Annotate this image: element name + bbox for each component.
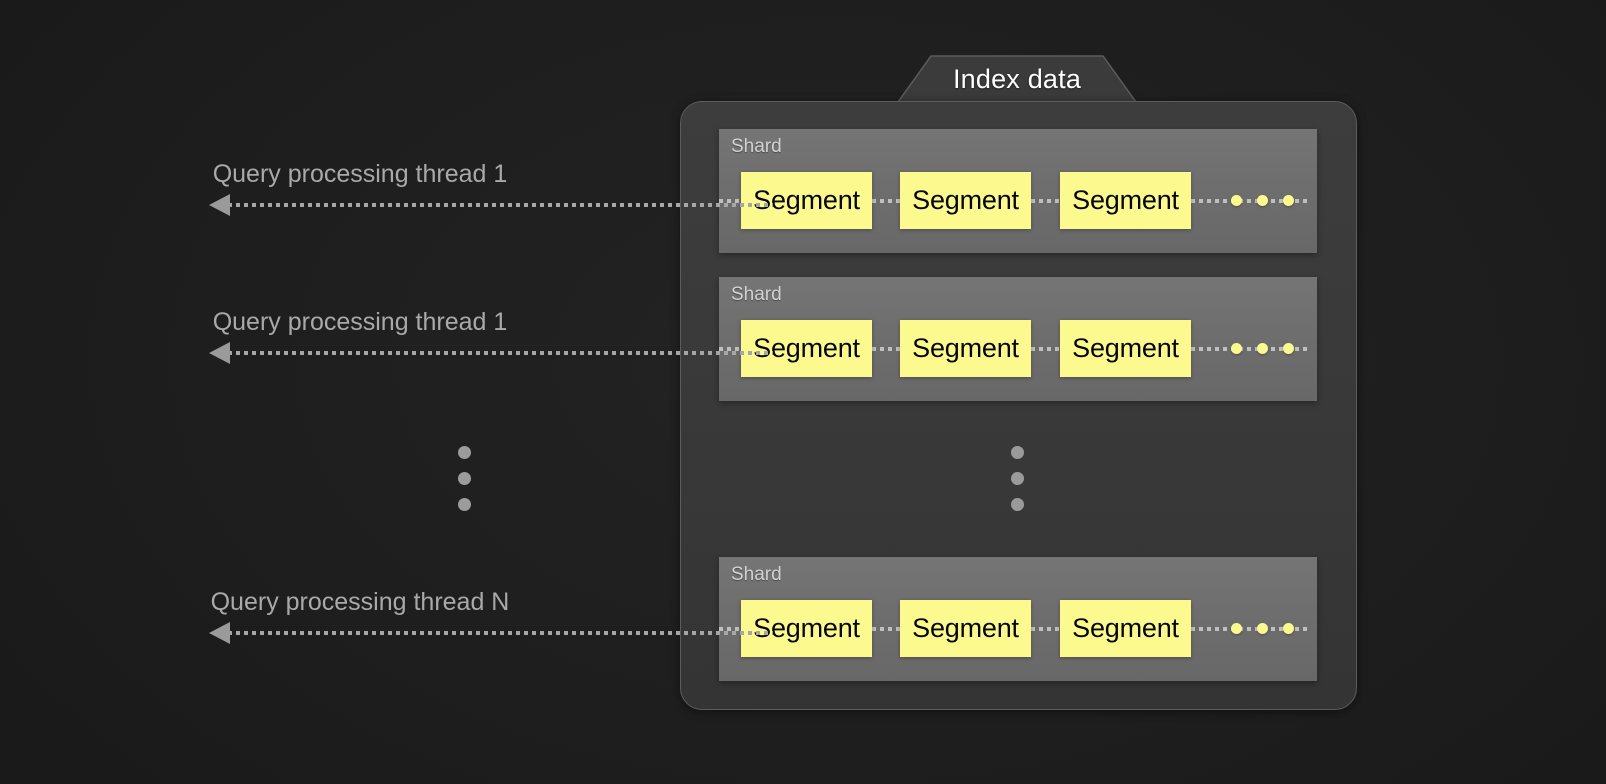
connector-dots bbox=[719, 199, 743, 203]
more-shards-ellipsis-icon bbox=[1011, 446, 1025, 524]
more-segments-dot-icon bbox=[1283, 623, 1294, 634]
segment-row: Segment Segment Segment bbox=[719, 320, 1317, 378]
thread-arrow-line bbox=[228, 631, 773, 635]
more-segments-dot-icon bbox=[1231, 623, 1242, 634]
more-segments-dot-icon bbox=[1283, 343, 1294, 354]
segment-box[interactable]: Segment bbox=[900, 172, 1031, 229]
thread-arrow-line bbox=[228, 351, 773, 355]
arrow-left-icon bbox=[209, 194, 230, 216]
segment-box[interactable]: Segment bbox=[1060, 600, 1191, 657]
segment-row: Segment Segment Segment bbox=[719, 600, 1317, 658]
query-thread-label: Query processing thread 1 bbox=[212, 308, 508, 336]
connector-dots bbox=[1031, 347, 1061, 351]
shard-label: Shard bbox=[731, 284, 782, 305]
index-data-title: Index data bbox=[952, 63, 1082, 94]
connector-dots bbox=[1031, 199, 1061, 203]
more-segments-dot-icon bbox=[1257, 343, 1268, 354]
more-segments-dot-icon bbox=[1257, 195, 1268, 206]
arrow-left-icon bbox=[209, 622, 230, 644]
connector-dots bbox=[1191, 199, 1309, 203]
connector-dots bbox=[872, 199, 901, 203]
query-thread-label: Query processing thread 1 bbox=[212, 160, 508, 188]
more-threads-ellipsis-icon bbox=[458, 446, 472, 524]
segment-box[interactable]: Segment bbox=[1060, 320, 1191, 377]
arrow-left-icon bbox=[209, 342, 230, 364]
query-thread-label: Query processing thread N bbox=[210, 588, 510, 616]
segment-box[interactable]: Segment bbox=[900, 320, 1031, 377]
connector-dots bbox=[872, 347, 901, 351]
segment-box[interactable]: Segment bbox=[741, 320, 872, 377]
segment-box[interactable]: Segment bbox=[741, 600, 872, 657]
connector-dots bbox=[1191, 627, 1309, 631]
query-thread-2: Query processing thread 1 bbox=[0, 308, 773, 368]
segment-row: Segment Segment Segment bbox=[719, 172, 1317, 230]
connector-dots bbox=[1191, 347, 1309, 351]
thread-arrow-line bbox=[228, 203, 773, 207]
segment-box[interactable]: Segment bbox=[900, 600, 1031, 657]
shard-row[interactable]: Shard Segment Segment Segment bbox=[719, 277, 1317, 401]
shard-row[interactable]: Shard Segment Segment Segment bbox=[719, 129, 1317, 253]
more-segments-dot-icon bbox=[1231, 195, 1242, 206]
shard-label: Shard bbox=[731, 136, 782, 157]
connector-dots bbox=[872, 627, 901, 631]
connector-dots bbox=[719, 347, 743, 351]
query-thread-1: Query processing thread 1 bbox=[0, 160, 773, 220]
segment-box[interactable]: Segment bbox=[1060, 172, 1191, 229]
index-data-tab: Index data bbox=[897, 55, 1137, 103]
shard-label: Shard bbox=[731, 564, 782, 585]
connector-dots bbox=[719, 627, 743, 631]
more-segments-dot-icon bbox=[1231, 343, 1242, 354]
connector-dots bbox=[1031, 627, 1061, 631]
segment-box[interactable]: Segment bbox=[741, 172, 872, 229]
more-segments-dot-icon bbox=[1283, 195, 1294, 206]
shard-row[interactable]: Shard Segment Segment Segment bbox=[719, 557, 1317, 681]
more-segments-dot-icon bbox=[1257, 623, 1268, 634]
query-thread-3: Query processing thread N bbox=[0, 588, 773, 648]
